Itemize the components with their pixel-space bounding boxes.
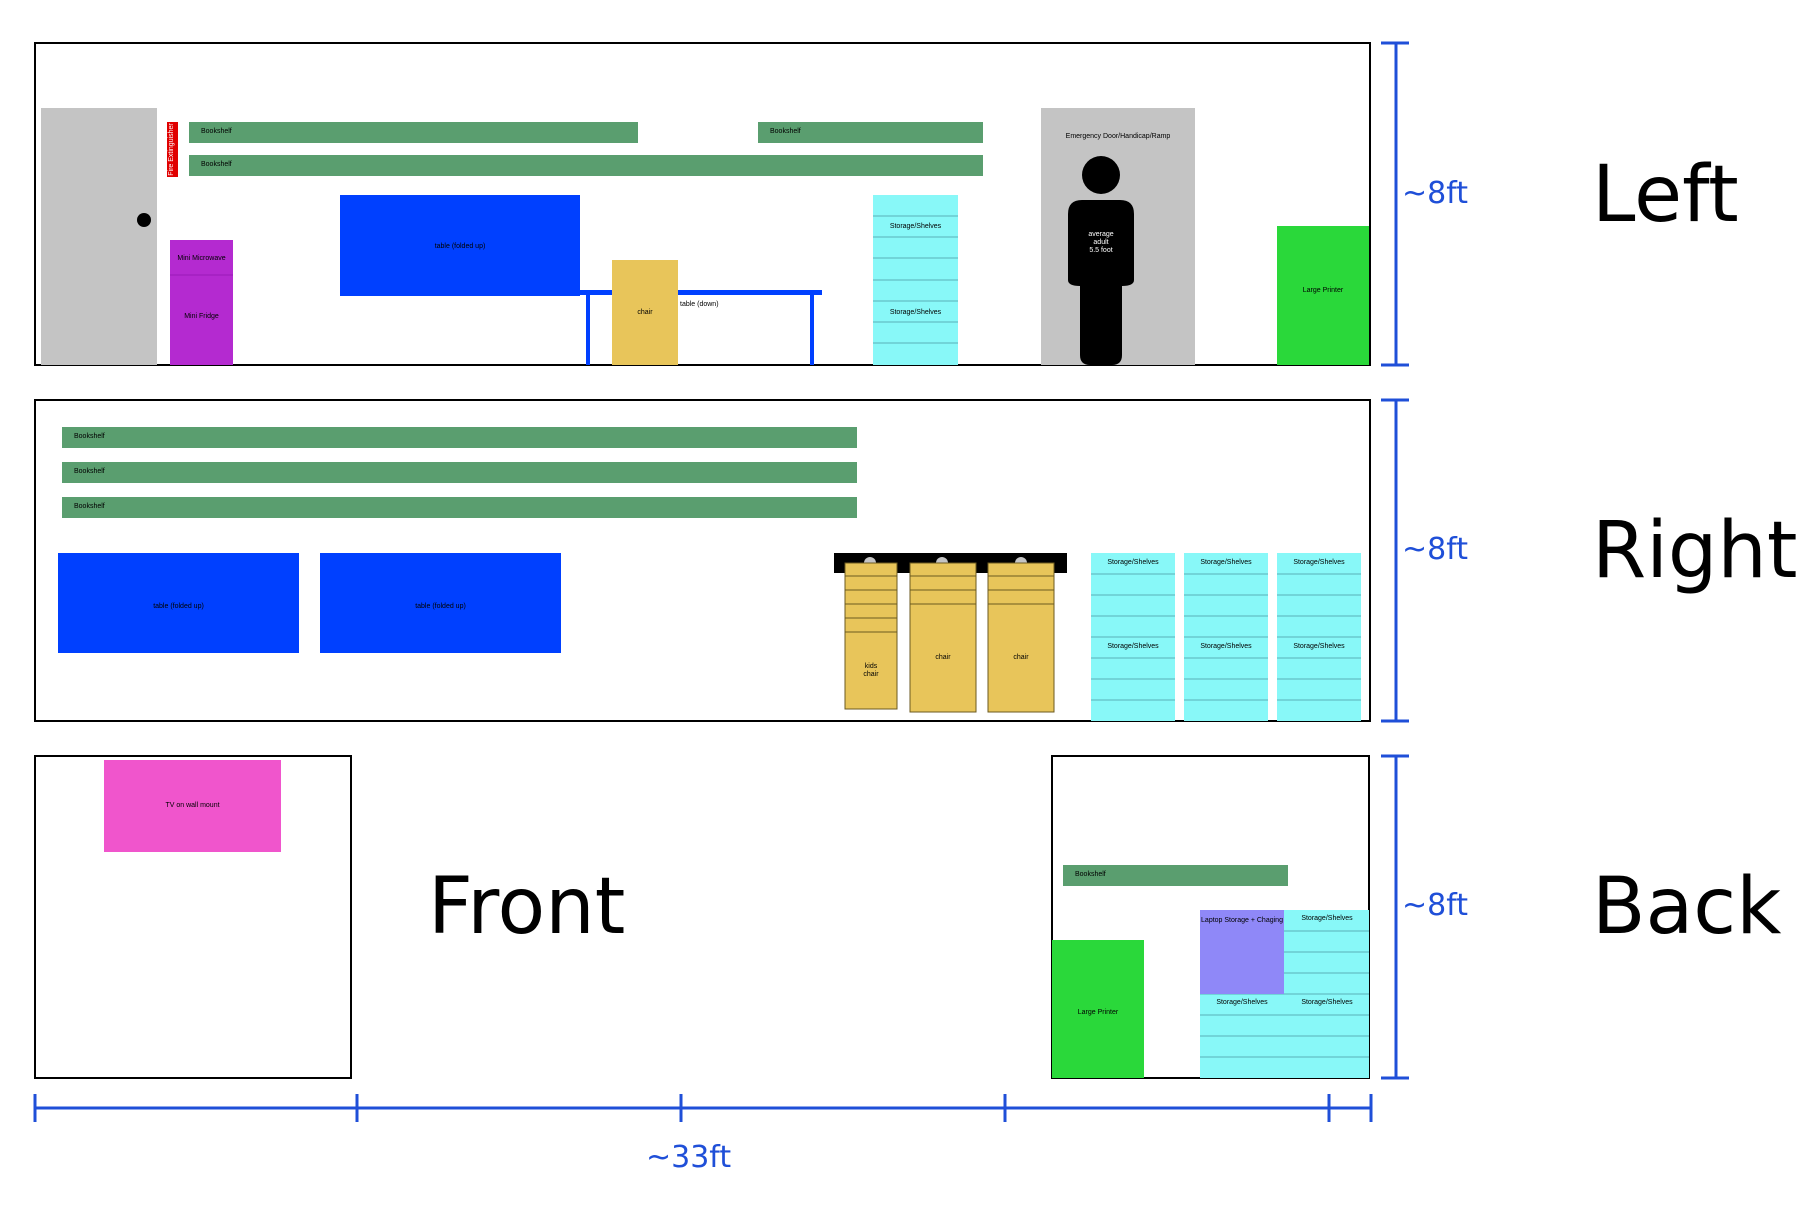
right-bookshelf-1 — [62, 427, 857, 448]
right-chair-1-label: chair — [935, 653, 951, 661]
laptop-storage-label: Laptop Storage + Chaging — [1201, 916, 1283, 924]
person-body — [1068, 200, 1134, 365]
back-bookshelf — [1063, 865, 1288, 886]
left-bookshelf-2-label: Bookshelf — [770, 128, 801, 136]
tv-wall-mount — [104, 760, 281, 852]
back-bookshelf-label: Bookshelf — [1075, 871, 1106, 879]
person-label-1: average — [1088, 230, 1114, 238]
emergency-door-label: Emergency Door/Handicap/Ramp — [1065, 132, 1171, 140]
left-height-dimension: ~8ft — [1402, 176, 1469, 211]
left-wall-door — [41, 108, 157, 365]
left-chair — [612, 260, 678, 365]
left-view-title: Left — [1592, 150, 1739, 240]
length-dimension-label: ~33ft — [646, 1140, 732, 1175]
left-large-printer — [1277, 226, 1369, 365]
right-table-folded-2 — [320, 553, 561, 653]
back-height-dimension: ~8ft — [1402, 888, 1469, 923]
left-bookshelf-1-label: Bookshelf — [201, 128, 232, 136]
mini-fridge — [170, 240, 233, 365]
right-bookshelf-2 — [62, 462, 857, 483]
right-wall-outline — [34, 399, 1371, 722]
door-knob — [137, 213, 151, 227]
right-chair-1 — [909, 562, 977, 713]
left-bookshelf-3-label: Bookshelf — [201, 161, 232, 169]
right-table-folded-2-label: table (folded up) — [415, 602, 466, 610]
left-table-folded — [340, 195, 580, 296]
left-table-down-leg-2 — [810, 290, 814, 365]
front-wall-outline — [34, 755, 352, 1079]
left-table-down-leg-1 — [586, 290, 590, 365]
left-table-folded-label: table (folded up) — [434, 242, 486, 250]
right-table-folded-1 — [58, 553, 299, 653]
right-storage-1-label-bottom: Storage/Shelves — [1107, 642, 1159, 650]
back-view-title: Back — [1592, 862, 1782, 952]
right-storage-1-label-top: Storage/Shelves — [1107, 558, 1159, 566]
left-table-down-top — [580, 290, 822, 295]
back-large-printer — [1052, 940, 1144, 1078]
right-table-folded-1-label: table (folded up) — [153, 602, 204, 610]
right-bookshelf-3 — [62, 497, 857, 518]
left-storage-label-top: Storage/Shelves — [889, 222, 942, 230]
right-view-title: Right — [1592, 506, 1798, 596]
right-storage-3-label-bottom: Storage/Shelves — [1293, 642, 1345, 650]
back-storage-label-2: Storage/Shelves — [1216, 998, 1268, 1006]
left-printer-label: Large Printer — [1302, 286, 1344, 294]
left-table-down-label: table (down) — [680, 300, 719, 308]
right-chair-2 — [987, 562, 1055, 713]
fire-extinguisher — [167, 122, 178, 177]
length-dimension-line — [33, 1094, 1373, 1122]
person-label-3: 5.5 foot — [1089, 246, 1113, 254]
right-bookshelf-2-label: Bookshelf — [74, 468, 105, 476]
left-storage-label-bottom: Storage/Shelves — [889, 308, 942, 316]
kids-chair — [844, 562, 898, 710]
right-storage-3-label-top: Storage/Shelves — [1293, 558, 1345, 566]
right-storage-2-label-bottom: Storage/Shelves — [1200, 642, 1252, 650]
laptop-storage — [1200, 910, 1284, 994]
back-printer-label: Large Printer — [1077, 1008, 1119, 1016]
right-height-dimension: ~8ft — [1402, 532, 1469, 567]
back-storage-label-1: Storage/Shelves — [1301, 914, 1353, 922]
right-bookshelf-1-label: Bookshelf — [74, 433, 105, 441]
back-storage-label-3: Storage/Shelves — [1301, 998, 1353, 1006]
kids-chair-label-1: kids — [864, 662, 878, 670]
mini-fridge-label: Mini Fridge — [184, 312, 219, 320]
left-chair-label: chair — [637, 308, 653, 316]
right-chair-2-label: chair — [1013, 653, 1029, 661]
left-bookshelf-3 — [189, 155, 983, 176]
right-storage-2-label-top: Storage/Shelves — [1200, 558, 1252, 566]
kids-chair-label-2: chair — [863, 670, 879, 678]
person-head — [1082, 156, 1120, 194]
left-bookshelf-2 — [758, 122, 983, 143]
tv-label: TV on wall mount — [165, 801, 220, 809]
person-label-2: adult — [1093, 238, 1109, 246]
front-view-title: Front — [428, 862, 626, 952]
right-bookshelf-3-label: Bookshelf — [74, 503, 105, 511]
mini-microwave-label: Mini Microwave — [177, 254, 226, 262]
left-bookshelf-1 — [189, 122, 638, 143]
